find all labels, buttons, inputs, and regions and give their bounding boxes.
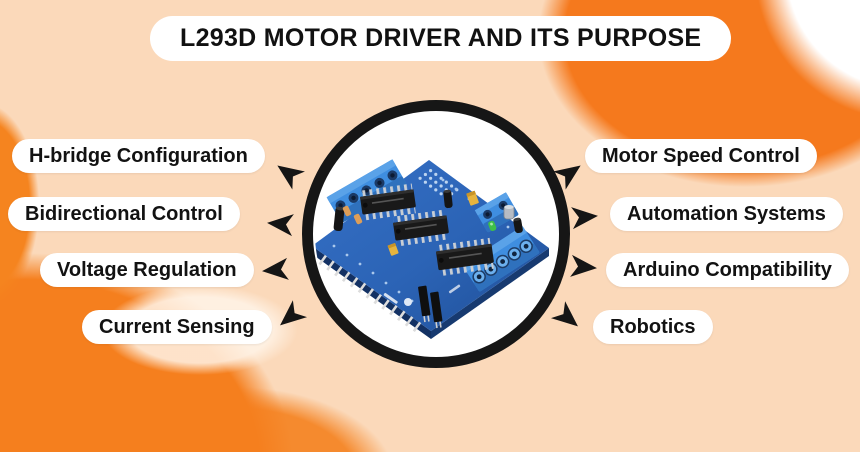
arrow-arduino-compatibility xyxy=(570,254,597,277)
arrow-current-sensing xyxy=(280,300,308,326)
arrow-voltage-regulation xyxy=(262,257,289,280)
label-motor-speed-control: Motor Speed Control xyxy=(585,139,817,173)
page-title: L293D MOTOR DRIVER AND ITS PURPOSE xyxy=(150,16,732,61)
arrow-automation-systems xyxy=(571,207,598,230)
arrow-robotics xyxy=(550,301,578,327)
label-h-bridge-configuration: H-bridge Configuration xyxy=(12,139,265,173)
label-robotics: Robotics xyxy=(593,310,713,344)
label-bidirectional-control: Bidirectional Control xyxy=(8,197,240,231)
label-voltage-regulation: Voltage Regulation xyxy=(40,253,254,287)
arrow-h-bridge-configuration xyxy=(277,165,305,190)
label-automation-systems: Automation Systems xyxy=(610,197,843,231)
center-circle-frame xyxy=(302,100,570,368)
label-current-sensing: Current Sensing xyxy=(82,310,272,344)
label-arduino-compatibility: Arduino Compatibility xyxy=(606,253,849,287)
arrow-bidirectional-control xyxy=(267,214,294,237)
